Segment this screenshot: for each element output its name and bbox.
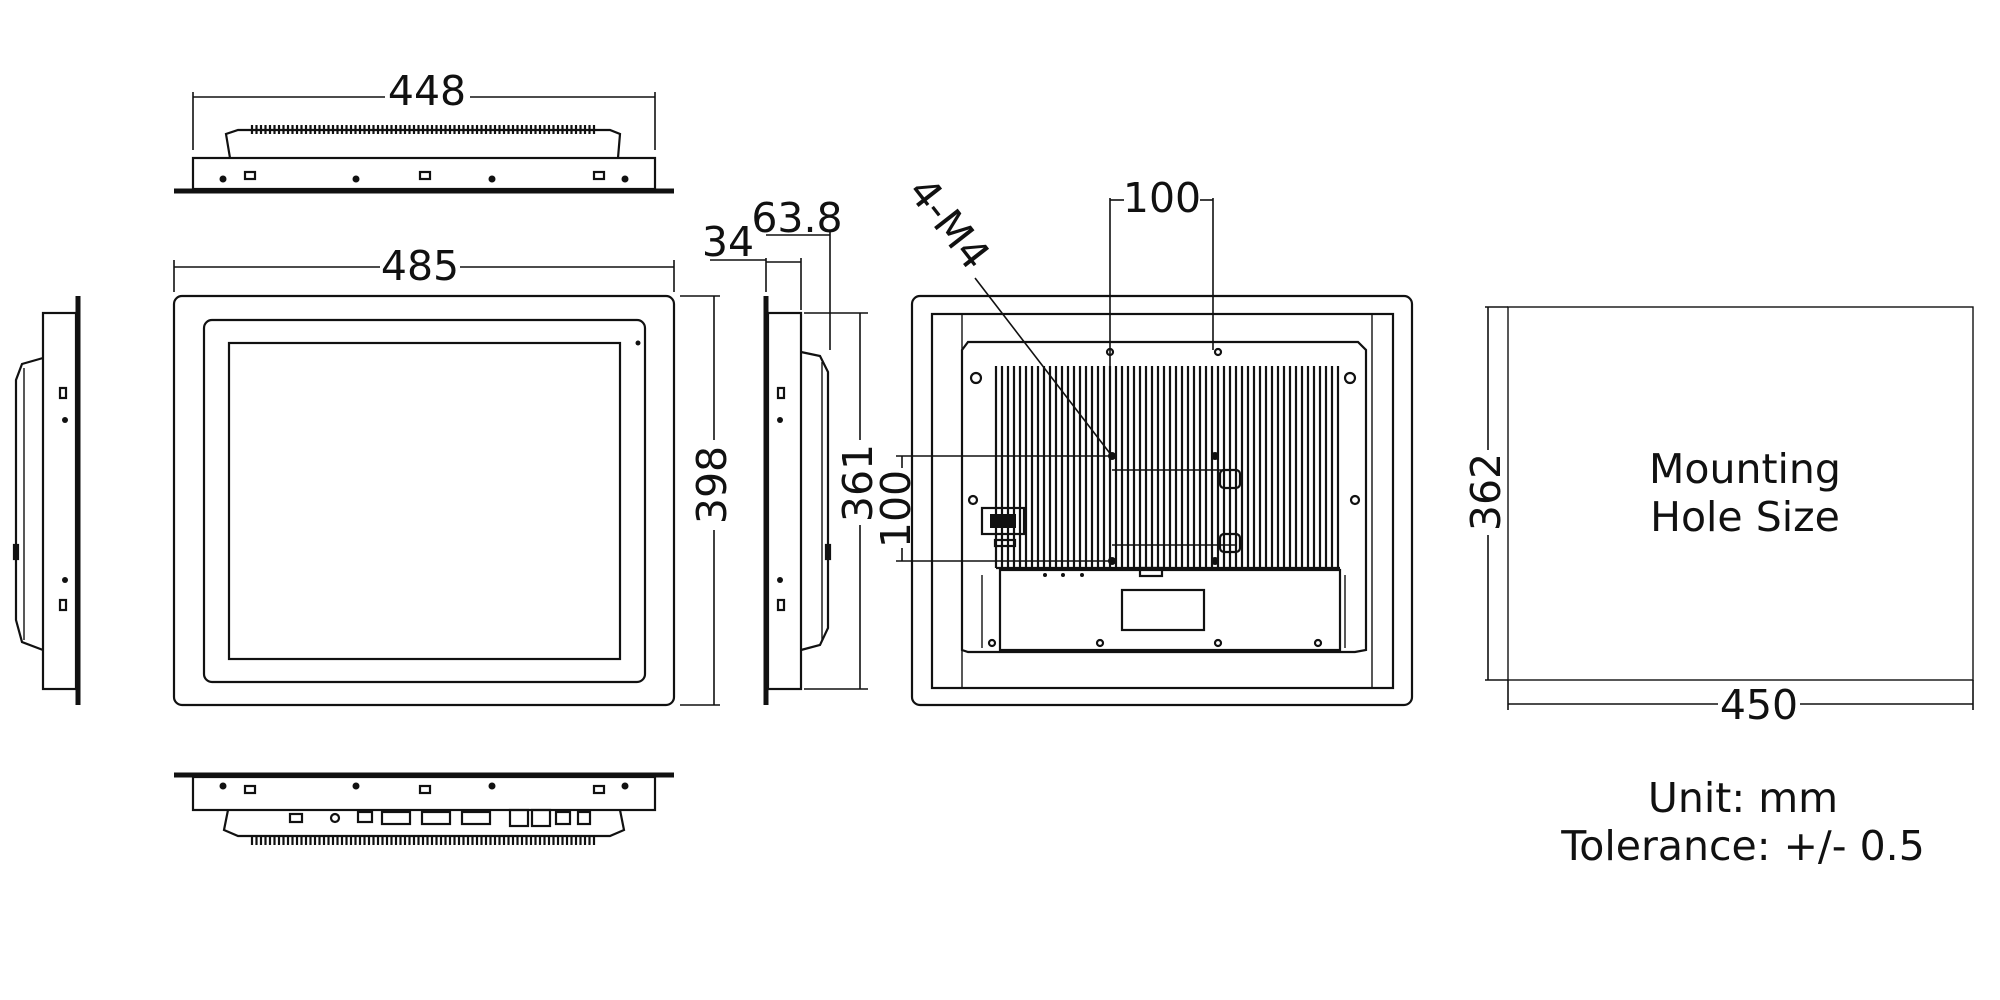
front-width-label: 485 xyxy=(381,242,459,290)
screw-callout-label: 4-M4 xyxy=(899,168,1000,278)
left-side-view xyxy=(12,296,81,705)
side-height-label: 361 xyxy=(834,444,882,522)
top-view: 448 xyxy=(174,67,674,194)
mounting-dot xyxy=(219,782,629,790)
rear-view: 100 100 4-M4 xyxy=(872,168,1414,707)
tolerance-note: Tolerance: +/- 0.5 xyxy=(1560,822,1925,870)
cutout-title-line1: Mounting xyxy=(1649,445,1841,493)
io-ports xyxy=(288,808,592,828)
side-total-depth-label: 63.8 xyxy=(751,194,842,242)
top-width-label: 448 xyxy=(388,67,466,115)
vesa-vertical-label: 100 xyxy=(872,470,920,548)
cutout-title-line2: Hole Size xyxy=(1650,493,1840,541)
status-leds xyxy=(1043,566,1164,578)
heatsink-fins-bottom xyxy=(250,836,596,845)
mounting-cutout: Mounting Hole Size 362 450 xyxy=(1462,306,1974,729)
cutout-width-label: 450 xyxy=(1720,681,1798,729)
bottom-view xyxy=(174,772,674,845)
drawing-notes: Unit: mm Tolerance: +/- 0.5 xyxy=(1560,774,1925,870)
side-bezel-depth-label: 34 xyxy=(702,218,754,266)
rear-screw xyxy=(967,347,1361,648)
cutout-height-label: 362 xyxy=(1462,453,1510,531)
right-side-view: 34 63.8 361 xyxy=(702,194,882,705)
heatsink-fins-top xyxy=(250,125,596,134)
heatsink-fins-rear xyxy=(994,366,1340,568)
mounting-dot xyxy=(219,175,629,183)
unit-note: Unit: mm xyxy=(1648,774,1838,822)
front-view: 485 398 xyxy=(172,242,736,707)
front-height-label: 398 xyxy=(688,446,736,524)
vesa-horizontal-label: 100 xyxy=(1123,174,1201,222)
